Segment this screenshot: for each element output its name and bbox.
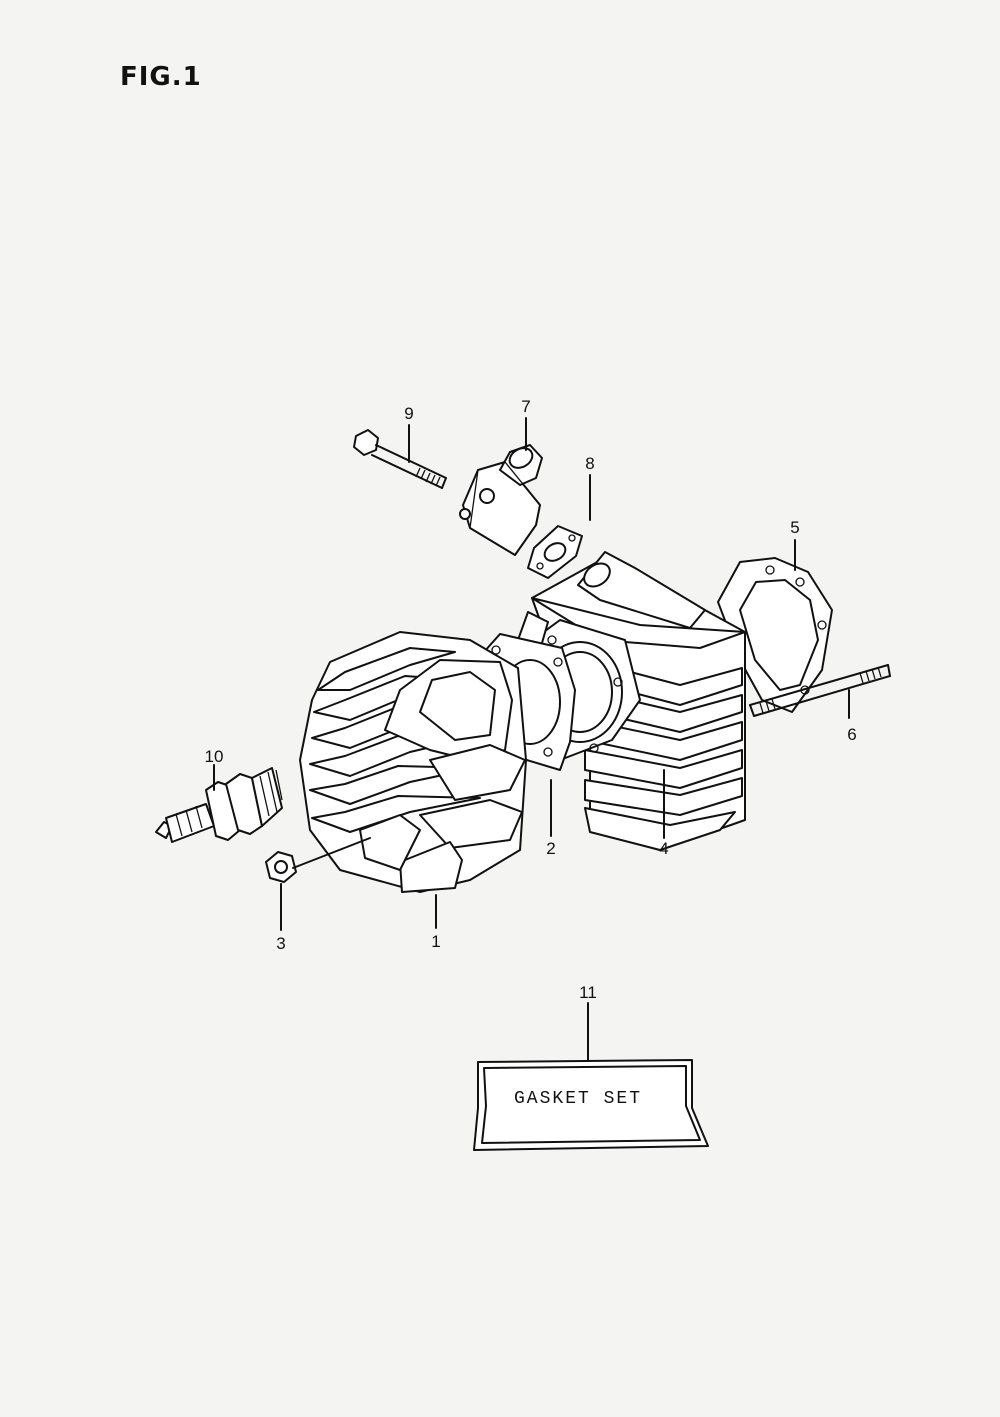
gasket-set-label: GASKET SET (514, 1089, 642, 1109)
spark-plug-part-10 (155, 767, 283, 843)
callout-10: 10 (205, 747, 224, 766)
callout-11: 11 (579, 983, 597, 1002)
nut-part-3 (265, 851, 297, 883)
callout-6: 6 (847, 725, 856, 744)
stud-part-6 (749, 664, 891, 717)
callout-4: 4 (659, 839, 668, 858)
callout-5: 5 (790, 518, 799, 537)
callout-7: 7 (521, 397, 530, 416)
callout-1: 1 (431, 932, 440, 951)
leader-lines (213, 417, 850, 1063)
intake-elbow-part-7 (459, 444, 543, 556)
base-gasket-part-5 (717, 557, 833, 713)
callout-3: 3 (276, 934, 285, 953)
callout-8: 8 (585, 454, 594, 473)
callout-labels: 1 2 3 4 5 6 7 8 9 10 11 (205, 397, 857, 1002)
bolt-part-9 (353, 429, 447, 489)
gasket-set-part-11: GASKET SET (473, 1059, 709, 1151)
intake-gasket-part-8 (527, 525, 583, 579)
figure-title: FIG.1 (120, 62, 202, 92)
callout-2: 2 (546, 839, 555, 858)
cylinder-part-4 (517, 551, 746, 851)
cylinder-head-part-1 (299, 631, 527, 893)
callout-9: 9 (404, 404, 413, 423)
